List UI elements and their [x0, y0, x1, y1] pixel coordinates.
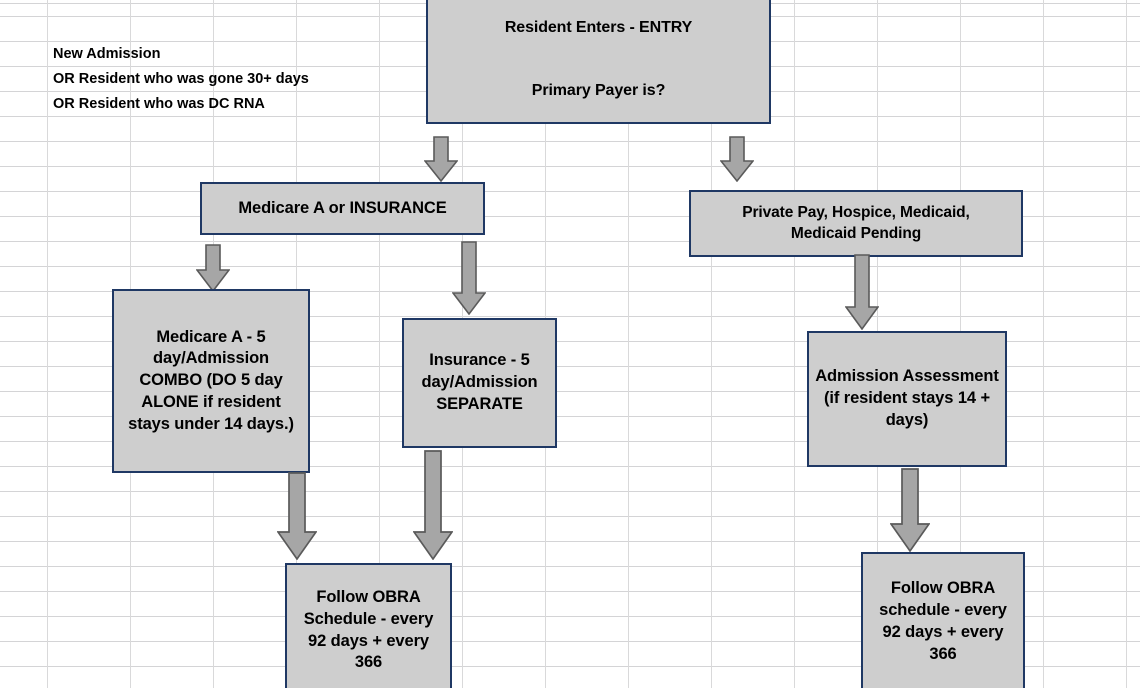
medicare-or-insurance-box[interactable]: Medicare A or INSURANCE — [200, 182, 485, 235]
arrow-private-pay-to-admission-assessment — [845, 254, 879, 330]
note-line-3: OR Resident who was DC RNA — [53, 96, 265, 112]
arrow-medicare-a-to-obra-left — [277, 472, 317, 560]
private-pay-label: Private Pay, Hospice, Medicaid, Medicaid… — [742, 204, 970, 242]
note-line-1: New Admission — [53, 46, 161, 62]
arrow-entry-to-private-pay — [720, 136, 754, 182]
arrow-medicare-to-insurance — [452, 241, 486, 315]
medicare-a-combo-label: Medicare A - 5 day/Admission COMBO (DO 5… — [128, 327, 294, 433]
arrow-entry-to-medicare — [424, 136, 458, 182]
admission-assessment-box[interactable]: Admission Assessment (if resident stays … — [807, 331, 1007, 467]
admission-criteria-note: New Admission OR Resident who was gone 3… — [53, 42, 309, 117]
insurance-separate-box[interactable]: Insurance - 5 day/Admission SEPARATE — [402, 318, 557, 448]
entry-box[interactable]: Resident Enters - ENTRY Primary Payer is… — [426, 0, 771, 124]
arrow-medicare-to-medicare-a — [196, 244, 230, 292]
private-pay-box[interactable]: Private Pay, Hospice, Medicaid, Medicaid… — [689, 190, 1023, 257]
admission-assessment-label: Admission Assessment (if resident stays … — [815, 367, 999, 429]
obra-right-label: Follow OBRA schedule - every 92 days + e… — [879, 579, 1007, 663]
medicare-a-combo-box[interactable]: Medicare A - 5 day/Admission COMBO (DO 5… — [112, 289, 310, 473]
arrow-insurance-to-obra-left — [413, 450, 453, 560]
obra-left-box[interactable]: Follow OBRA Schedule - every 92 days + e… — [285, 563, 452, 688]
entry-box-label: Resident Enters - ENTRY Primary Payer is… — [504, 18, 693, 100]
obra-left-label: Follow OBRA Schedule - every 92 days + e… — [303, 587, 434, 672]
arrow-admission-assessment-to-obra-right — [890, 468, 930, 552]
insurance-separate-label: Insurance - 5 day/Admission SEPARATE — [421, 351, 538, 413]
obra-right-box[interactable]: Follow OBRA schedule - every 92 days + e… — [861, 552, 1025, 688]
medicare-or-insurance-label: Medicare A or INSURANCE — [238, 198, 447, 217]
note-line-2: OR Resident who was gone 30+ days — [53, 71, 309, 87]
